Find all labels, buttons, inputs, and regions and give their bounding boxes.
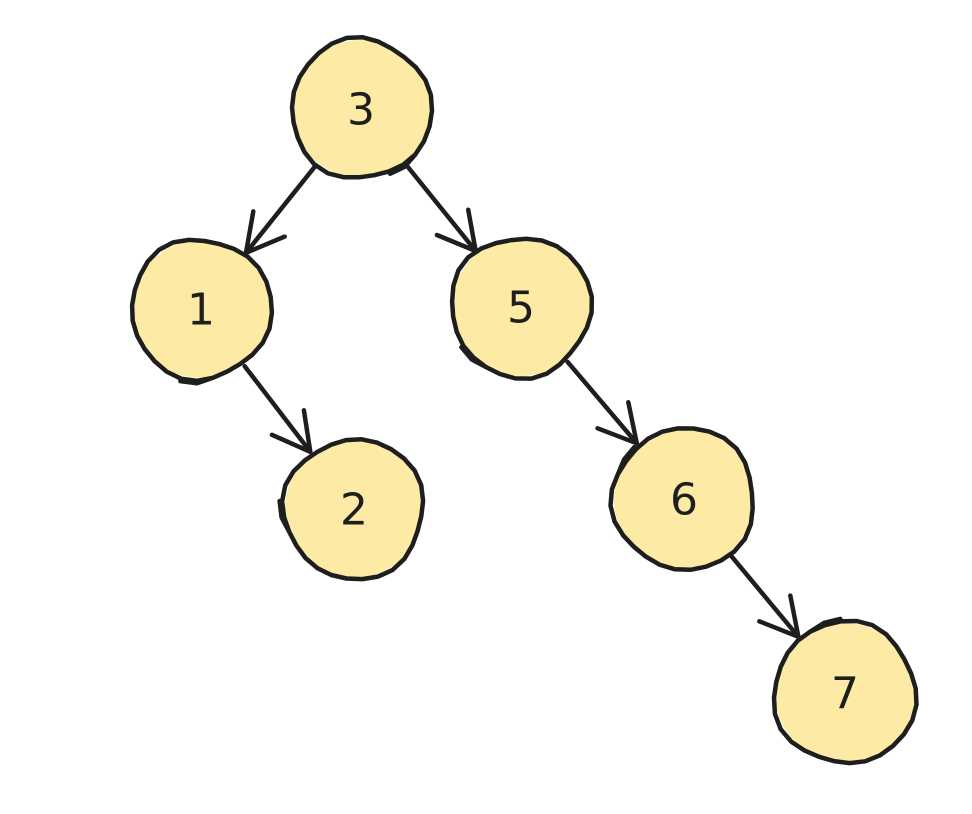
edge-line bbox=[243, 162, 319, 256]
node-outline bbox=[289, 35, 435, 180]
node-circle bbox=[292, 40, 430, 178]
edge-n6-n7 bbox=[728, 552, 801, 640]
edge-line bbox=[565, 359, 640, 446]
tree-node-5: 5 bbox=[449, 236, 595, 381]
node-outline bbox=[449, 236, 595, 381]
arrowhead-icon bbox=[757, 593, 801, 640]
node-outline bbox=[771, 616, 919, 766]
edge-line bbox=[242, 363, 313, 455]
node-label: 3 bbox=[347, 85, 375, 136]
node-label: 6 bbox=[670, 475, 698, 526]
node-circle bbox=[614, 429, 754, 569]
node-circle bbox=[775, 623, 915, 763]
tree-node-3: 3 bbox=[289, 35, 435, 180]
tree-node-2: 2 bbox=[277, 437, 426, 582]
node-label: 1 bbox=[187, 285, 215, 336]
edges-layer bbox=[242, 162, 801, 640]
node-label: 7 bbox=[831, 669, 859, 720]
arrowhead-icon bbox=[243, 209, 287, 256]
node-circle bbox=[285, 440, 423, 578]
edge-n5-n6 bbox=[565, 359, 640, 446]
arrowhead-icon bbox=[269, 408, 313, 455]
edge-n3-n1 bbox=[243, 162, 319, 256]
tree-node-6: 6 bbox=[608, 426, 755, 573]
tree-node-7: 7 bbox=[771, 616, 919, 766]
node-outline bbox=[608, 426, 755, 573]
edge-line bbox=[404, 162, 478, 254]
tree-node-1: 1 bbox=[129, 237, 275, 386]
node-label: 5 bbox=[507, 283, 535, 334]
arrowhead-icon bbox=[595, 399, 640, 446]
node-circle bbox=[132, 240, 270, 378]
node-circle bbox=[452, 238, 590, 376]
node-label: 2 bbox=[340, 485, 368, 536]
node-outline bbox=[277, 437, 426, 582]
edge-n1-n2 bbox=[242, 363, 313, 455]
edge-line bbox=[728, 552, 801, 640]
node-outline bbox=[129, 237, 275, 386]
nodes-layer: 3 1 5 2 6 7 bbox=[129, 35, 919, 766]
